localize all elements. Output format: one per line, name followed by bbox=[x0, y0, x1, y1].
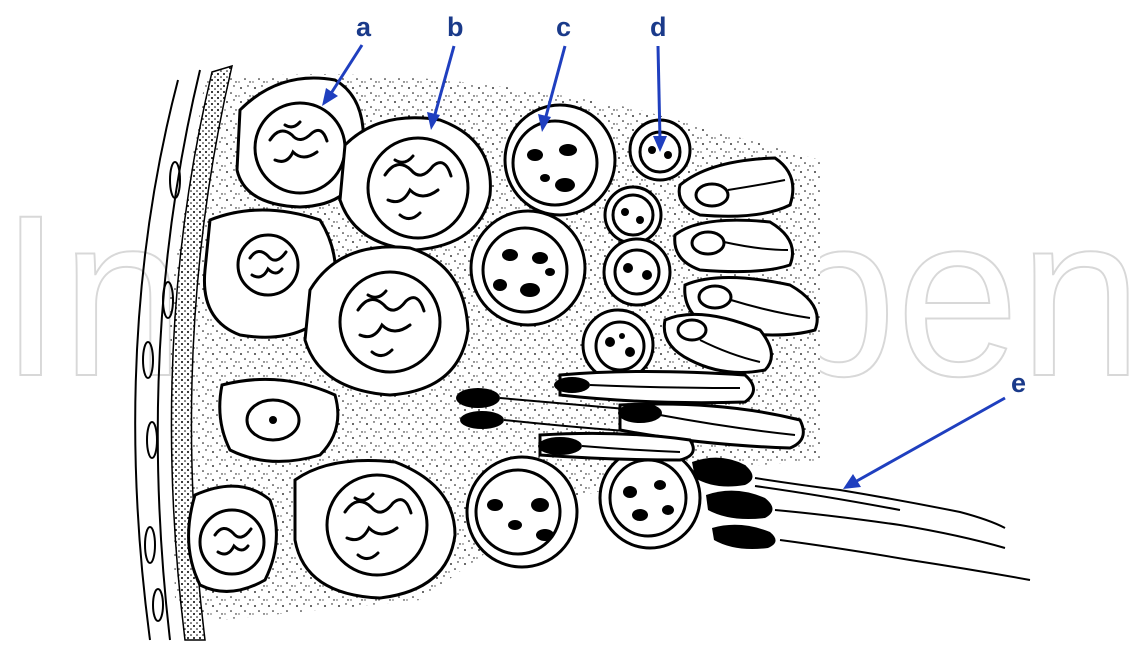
secondary-spermatocyte-cell bbox=[505, 105, 615, 215]
secondary-spermatocyte-cell bbox=[467, 457, 577, 567]
maturing-spermatid bbox=[554, 372, 754, 403]
label-a: a bbox=[356, 12, 372, 42]
label-b: b bbox=[447, 12, 464, 42]
maturing-spermatid bbox=[538, 433, 693, 460]
elongating-spermatid bbox=[675, 220, 793, 271]
secondary-spermatocyte-cell bbox=[471, 211, 585, 325]
primary-spermatocyte-cell bbox=[340, 118, 490, 250]
sertoli-cell bbox=[220, 379, 338, 461]
primary-spermatocyte-cell bbox=[305, 247, 468, 395]
arrow-d bbox=[658, 46, 660, 140]
primary-spermatocyte-cell bbox=[295, 460, 455, 598]
label-c: c bbox=[556, 12, 571, 42]
spermatogonium-cell bbox=[189, 486, 277, 591]
spermatid-cell bbox=[604, 239, 670, 305]
secondary-spermatocyte-cell bbox=[600, 448, 700, 548]
label-d: d bbox=[650, 12, 667, 42]
label-e: e bbox=[1011, 368, 1026, 398]
spermatid-cell bbox=[605, 187, 661, 243]
spermatozoon bbox=[712, 525, 1030, 580]
spermatid-cell bbox=[583, 310, 653, 380]
